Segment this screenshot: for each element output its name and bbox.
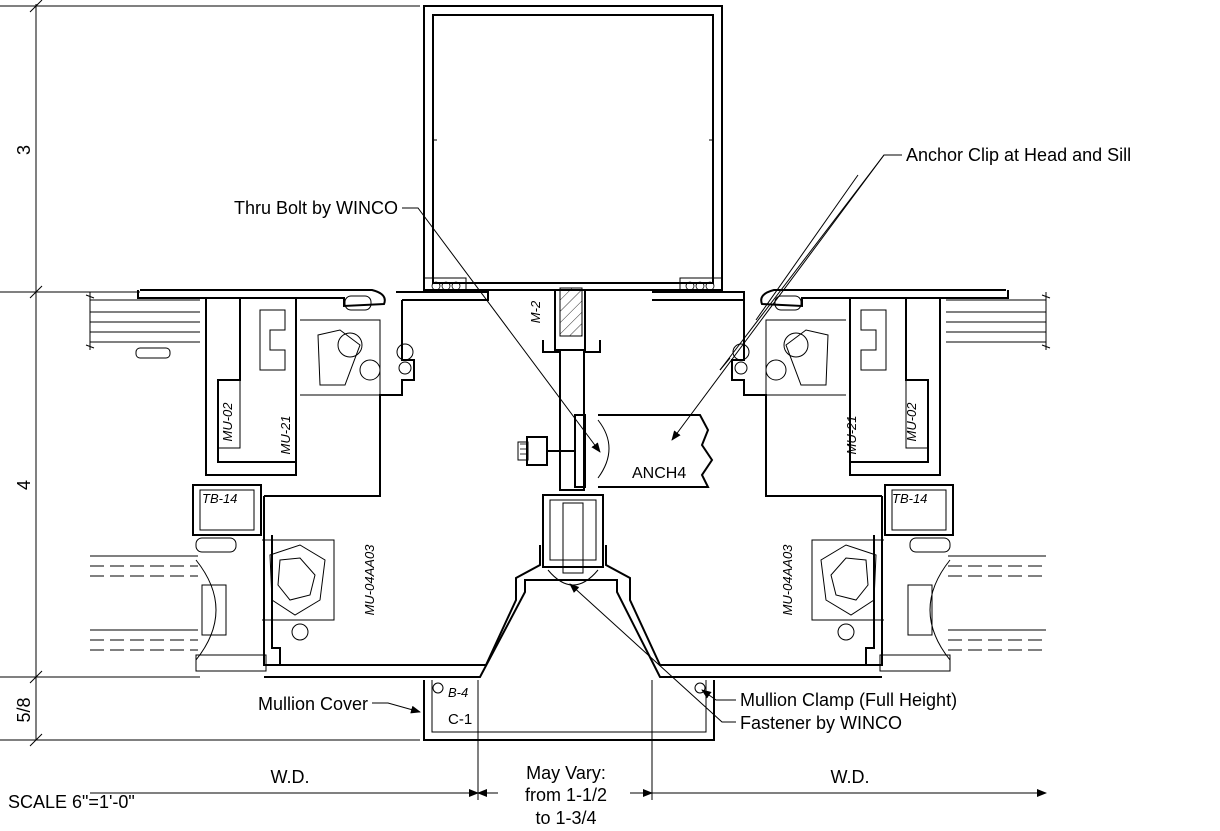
right-frame — [732, 289, 1009, 672]
scale-note: SCALE 6"=1'-0" — [8, 792, 135, 812]
part-tag-tb14-left: TB-14 — [202, 491, 237, 506]
glazing-left-lower — [90, 555, 227, 661]
part-tag-mu21-right: MU-21 — [844, 415, 859, 454]
part-tag-mu02-right: MU-02 — [904, 402, 919, 442]
anchor-clip — [517, 414, 714, 488]
callout-mullion-cover: Mullion Cover — [258, 694, 368, 714]
dim-may-vary-2: from 1-1/2 — [525, 785, 607, 805]
left-frame — [137, 289, 414, 672]
glazing-right-lower — [907, 555, 1046, 661]
dim-may-vary-1: May Vary: — [526, 763, 606, 783]
dim-label-4: 4 — [14, 480, 34, 490]
part-tag-mu04-left: MU-04AA03 — [362, 544, 377, 616]
part-tag-mu04-right: MU-04AA03 — [780, 544, 795, 616]
bottom-dimensions — [90, 680, 1047, 800]
callout-fastener: Fastener by WINCO — [740, 713, 902, 733]
part-tag-anch4: ANCH4 — [632, 465, 686, 482]
part-tag-tb14-right: TB-14 — [892, 491, 927, 506]
part-tag-b4: B-4 — [448, 685, 468, 700]
glazing-left-upper — [85, 292, 200, 359]
dim-wd-right: W.D. — [831, 767, 870, 787]
dim-label-3: 3 — [14, 145, 34, 155]
leader-lines — [372, 154, 902, 723]
dim-wd-left: W.D. — [271, 767, 310, 787]
callout-anchor-clip: Anchor Clip at Head and Sill — [906, 145, 1131, 165]
part-tag-mu02-left: MU-02 — [220, 402, 235, 442]
mullion-body — [264, 287, 882, 678]
dim-may-vary-3: to 1-3/4 — [535, 808, 596, 828]
steel-tube — [423, 5, 723, 291]
part-tag-m2: M-2 — [528, 300, 543, 323]
callout-thru-bolt: Thru Bolt by WINCO — [234, 198, 398, 218]
mullion-cover — [423, 680, 715, 741]
glazing-right-upper — [946, 292, 1051, 350]
vertical-dimension — [0, 0, 420, 747]
callout-mullion-clamp: Mullion Clamp (Full Height) — [740, 690, 957, 710]
part-tag-c1: C-1 — [448, 711, 472, 728]
dim-label-5-8: 5/8 — [14, 697, 34, 722]
part-tag-mu21-left: MU-21 — [278, 415, 293, 454]
